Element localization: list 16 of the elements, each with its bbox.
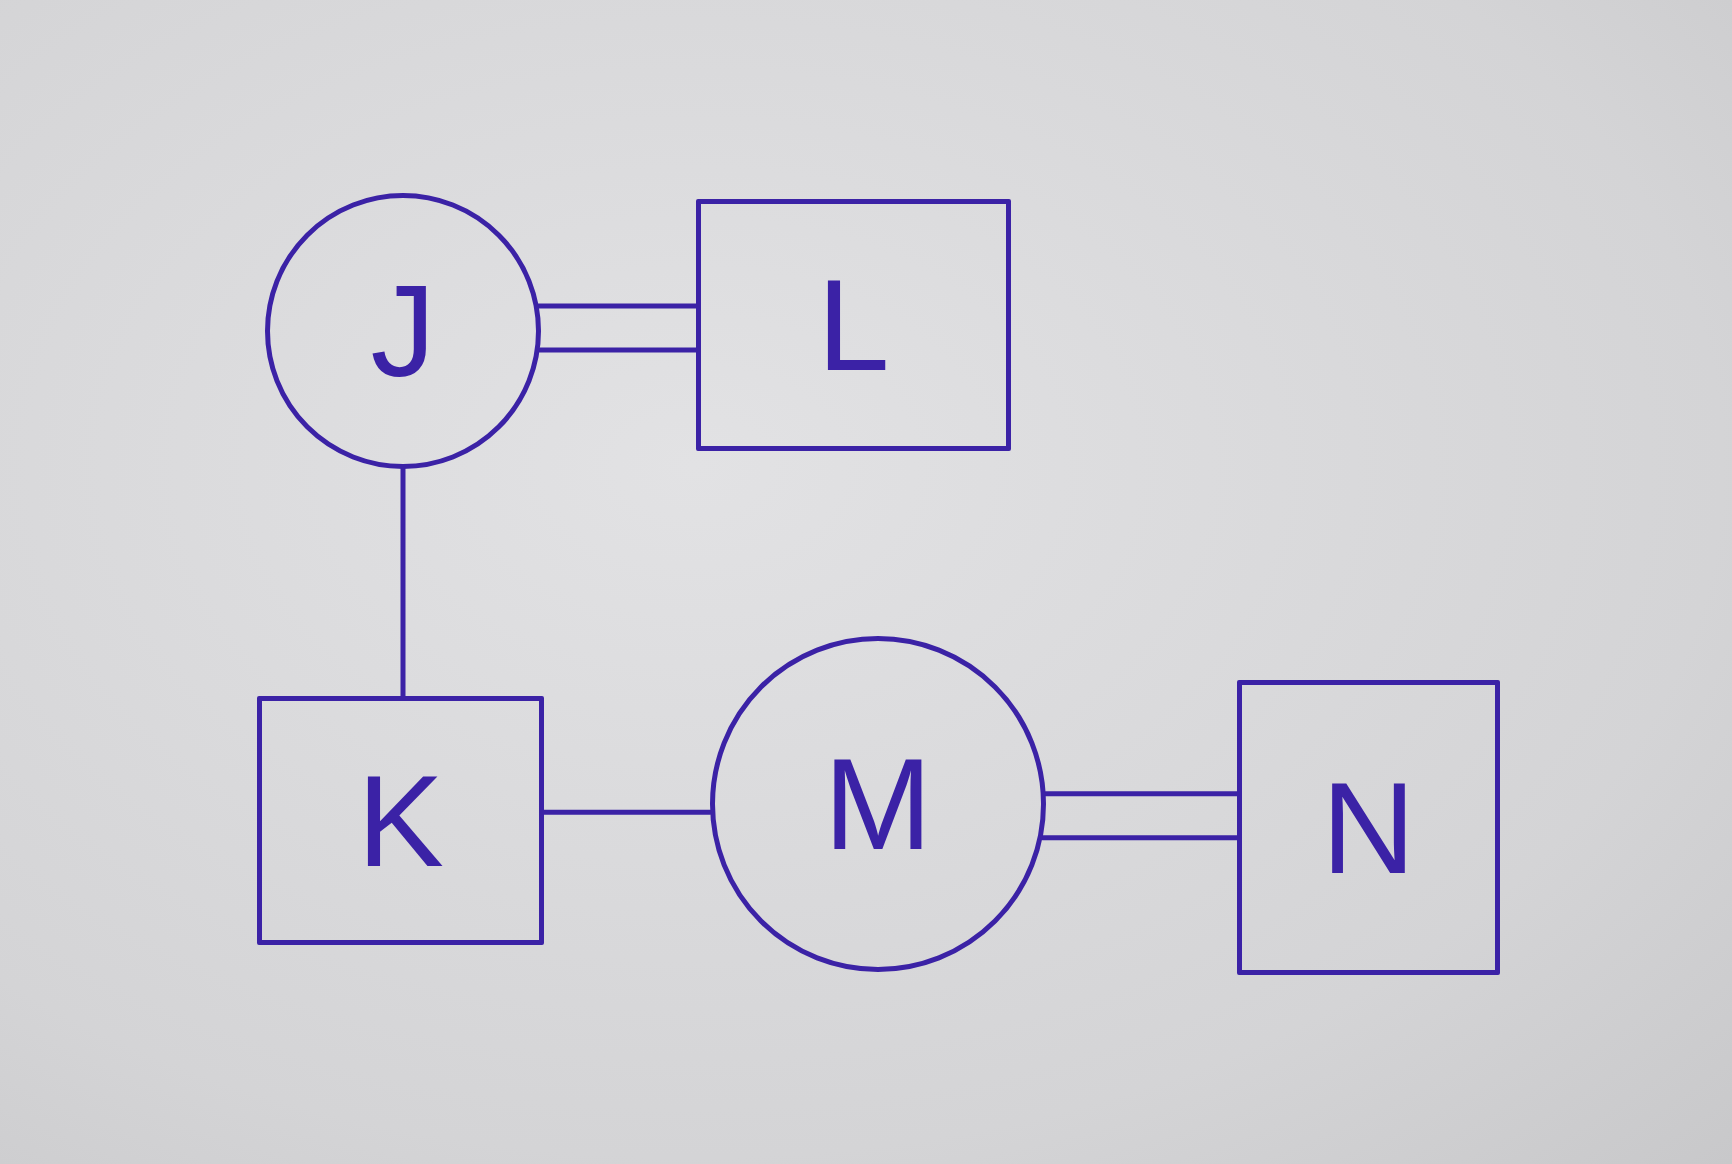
connector-line: [1040, 835, 1240, 841]
connector-line: [537, 347, 699, 353]
square-node: [696, 199, 1011, 451]
node-letter: L: [817, 260, 890, 390]
node-letter: J: [370, 266, 436, 396]
circle-node: [710, 636, 1046, 972]
circle-node: [265, 193, 541, 469]
node-letter: M: [823, 739, 933, 869]
node-letter: K: [357, 755, 444, 886]
connector-line: [400, 466, 406, 699]
square-node: [257, 696, 544, 945]
connector-line: [536, 303, 699, 309]
node-letter: N: [1321, 762, 1416, 893]
connector-line: [541, 809, 713, 815]
square-node: [1237, 680, 1500, 975]
connector-line: [1043, 791, 1240, 797]
